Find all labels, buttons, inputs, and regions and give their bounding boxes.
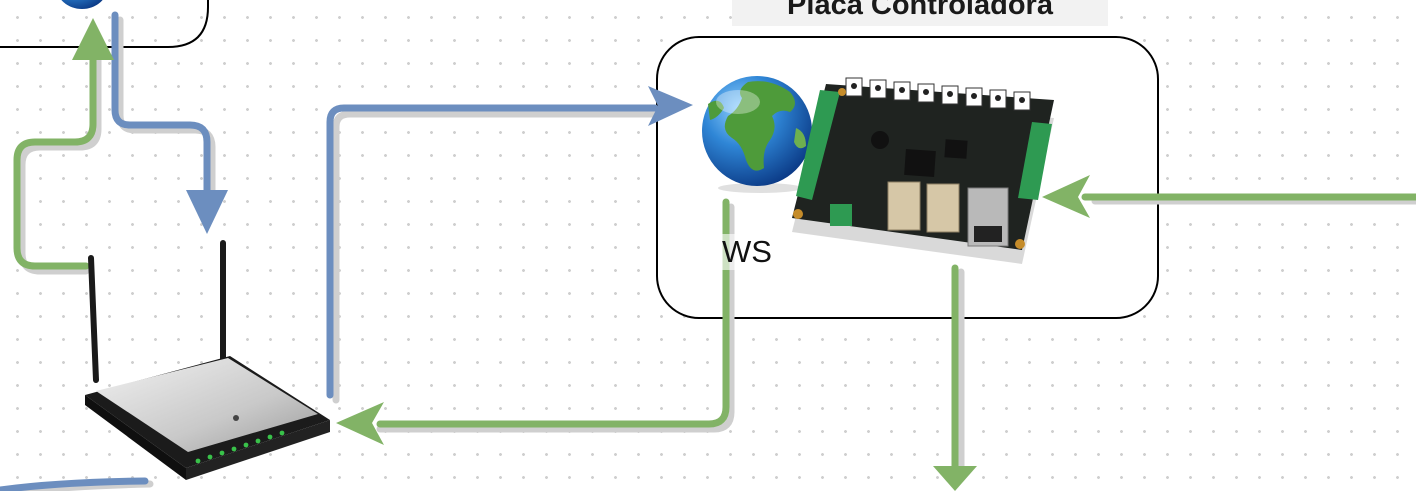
- green-connector-router-to-cloud[interactable]: [13, 18, 114, 270]
- cloud-container-box[interactable]: [0, 0, 209, 48]
- green-connector-input-to-board[interactable]: [1042, 175, 1416, 218]
- blue-connector-cloud-to-router[interactable]: [111, 11, 228, 234]
- cloud-globe-icon: [61, 0, 103, 9]
- green-connector-ws-to-router[interactable]: [336, 198, 730, 445]
- controller-title: Placa Controladora: [732, 0, 1108, 26]
- ws-label: WS: [722, 234, 772, 270]
- globe-icon: [702, 76, 812, 193]
- blue-connector-bottom-left[interactable]: [0, 477, 149, 491]
- wifi-router-icon: [85, 240, 330, 480]
- blue-connector-router-to-controller[interactable]: [326, 86, 693, 399]
- green-connector-board-output[interactable]: [933, 264, 977, 491]
- controller-board-icon: [792, 77, 1054, 264]
